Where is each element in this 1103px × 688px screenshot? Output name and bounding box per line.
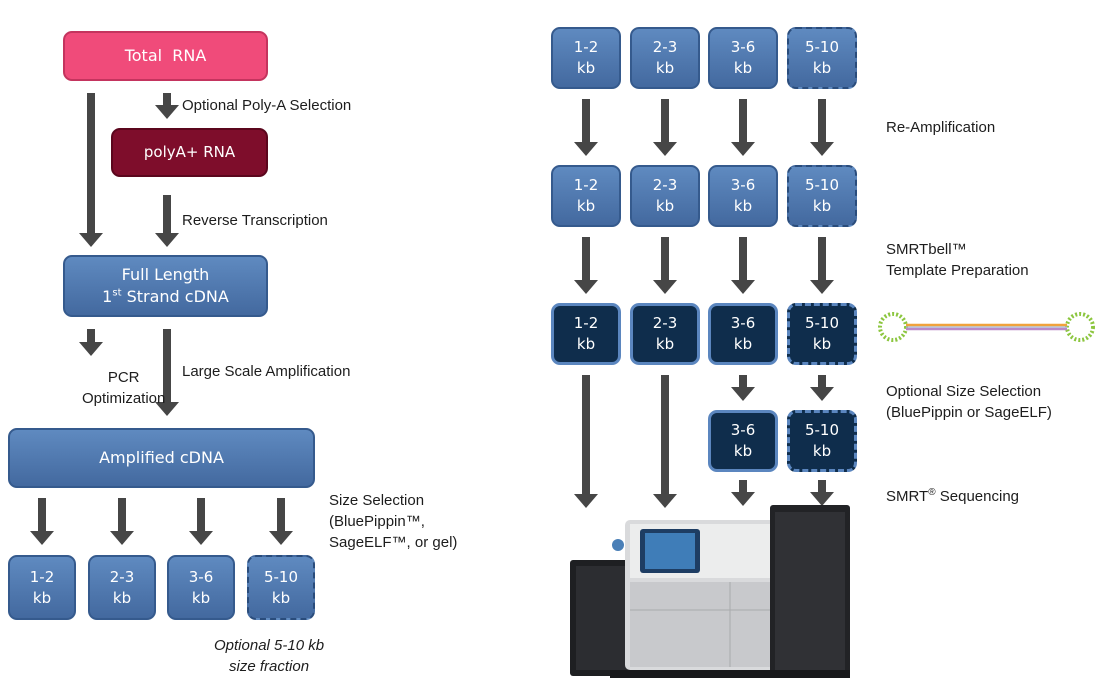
size-selection-label: Size Selection (BluePippin™, SageELF™, o… xyxy=(329,492,458,551)
reamplification-label: Re-Amplification xyxy=(886,119,996,136)
arrow-optsize-4 xyxy=(810,375,834,401)
full-length-cdna-box: Full Length 1st Strand cDNA xyxy=(63,255,268,317)
arrow-reamp-1 xyxy=(574,99,598,156)
reverse-transcription-label: Reverse Transcription xyxy=(182,212,328,229)
optional-size-selection-label: Optional Size Selection (BluePippin or S… xyxy=(886,383,1052,421)
arrow-reamp-2 xyxy=(653,99,677,156)
arrow-size-selection-1 xyxy=(30,498,54,545)
arrow-smrtbell-3 xyxy=(731,237,755,294)
amplified-cdna-label: Amplified cDNA xyxy=(99,448,224,467)
arrow-reverse-transcription xyxy=(155,195,179,247)
polya-selection-label: Optional Poly-A Selection xyxy=(182,97,352,114)
arrow-total-to-full-length xyxy=(79,93,103,247)
arrow-smrtbell-4 xyxy=(810,237,834,294)
arrow-smrtbell-1 xyxy=(574,237,598,294)
full-length-line1: Full Length xyxy=(121,265,210,284)
arrow-pcr-optimization xyxy=(79,329,103,356)
arrow-seq-3 xyxy=(731,480,755,506)
smrt-sequencing-label: SMRT® Sequencing xyxy=(886,487,1020,506)
smrtbell-dumbbell-icon xyxy=(878,312,1095,342)
optional-fraction-note: Optional 5-10 kb size fraction xyxy=(214,637,325,675)
full-length-line2: 1st Strand cDNA xyxy=(102,287,229,306)
amplified-cdna-box: Amplified cDNA xyxy=(8,428,315,488)
arrow-size-selection-4 xyxy=(269,498,293,545)
arrow-direct-seq-1 xyxy=(574,375,598,508)
smrtbell-prep-label: SMRTbell™ Template Preparation xyxy=(886,241,1029,279)
polya-rna-box: polyA+ RNA xyxy=(111,128,268,177)
arrow-large-scale-amplification xyxy=(155,329,179,416)
polya-rna-label: polyA+ RNA xyxy=(143,143,236,161)
arrows xyxy=(30,93,834,545)
total-rna-label: Total RNA xyxy=(124,46,207,65)
total-rna-box: Total RNA xyxy=(63,31,268,81)
pcr-optimization-label: PCR Optimization xyxy=(82,369,166,407)
arrow-optsize-3 xyxy=(731,375,755,401)
arrow-size-selection-3 xyxy=(189,498,213,545)
arrow-smrtbell-2 xyxy=(653,237,677,294)
arrow-reamp-4 xyxy=(810,99,834,156)
arrow-seq-4 xyxy=(810,480,834,506)
arrow-polya-selection xyxy=(155,93,179,119)
large-scale-amplification-label: Large Scale Amplification xyxy=(182,363,351,380)
arrow-size-selection-2 xyxy=(110,498,134,545)
sequencer-instrument-icon xyxy=(570,505,850,678)
arrow-direct-seq-2 xyxy=(653,375,677,508)
arrow-reamp-3 xyxy=(731,99,755,156)
